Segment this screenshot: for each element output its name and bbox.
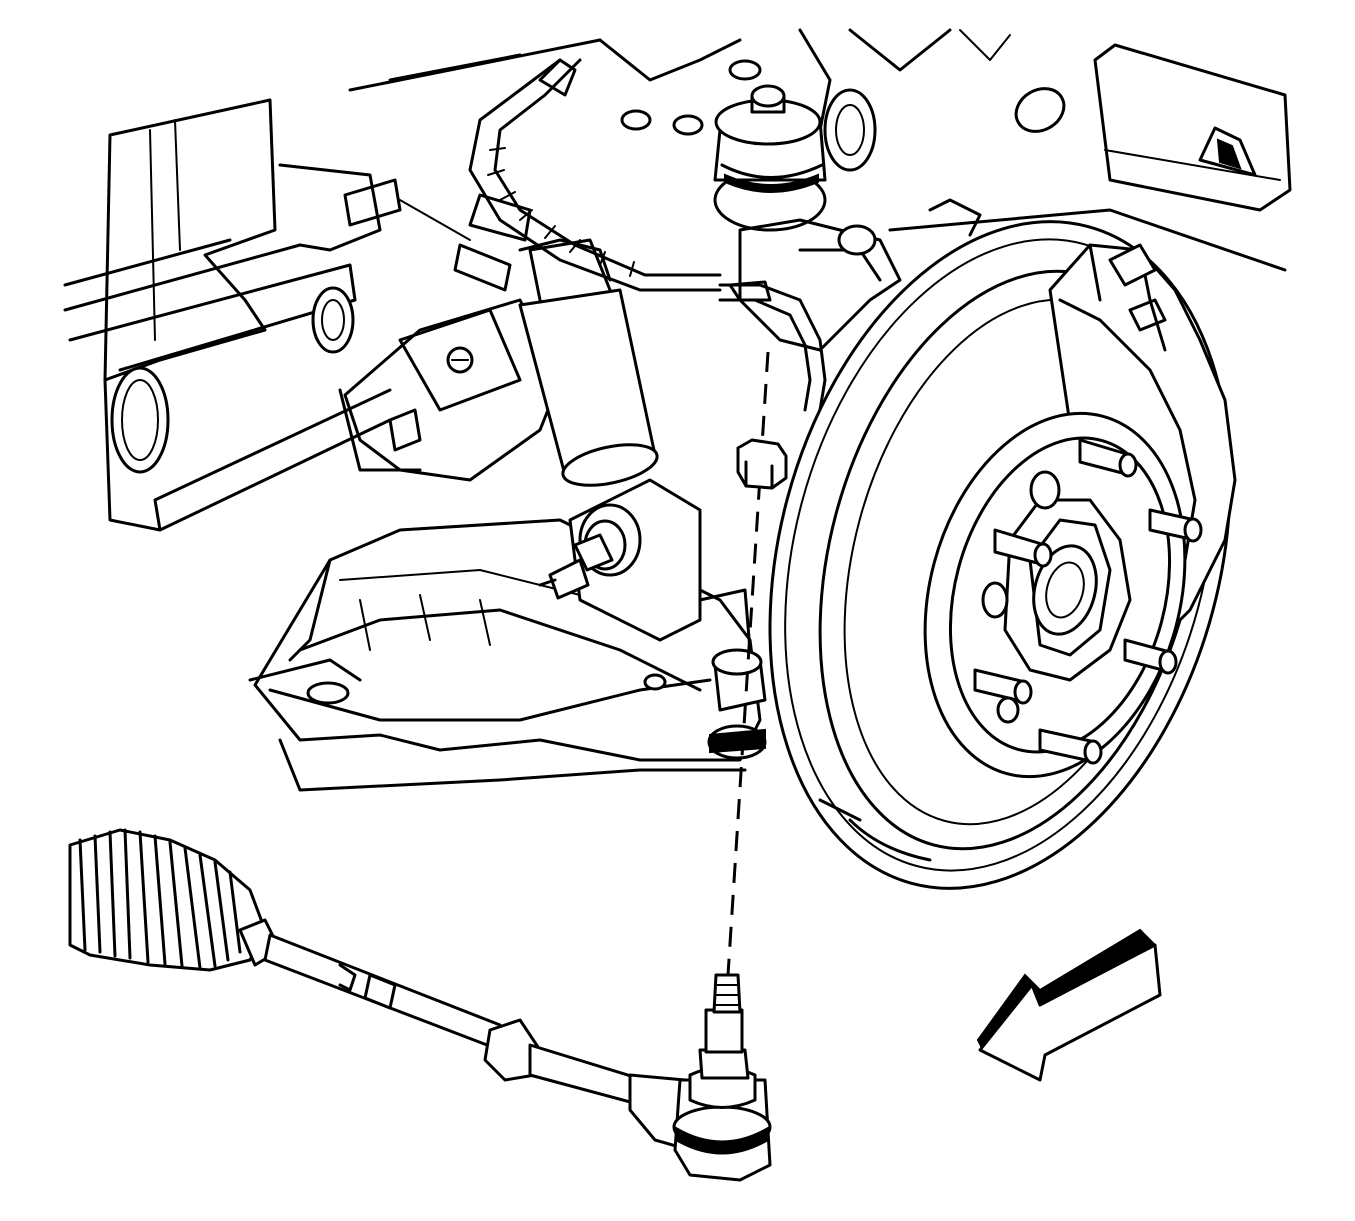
outer-tie-rod-end: [628, 973, 772, 1182]
upper-body-structure: [798, 28, 1292, 272]
wheel-studs: [973, 438, 1203, 765]
upper-ball-joint: [620, 59, 877, 232]
vehicle-front-direction-arrow: [976, 928, 1162, 1082]
wiring-harness: [453, 38, 827, 412]
shock-absorber: [518, 238, 659, 487]
inner-tie-rod: [263, 933, 662, 1112]
frame-rail: [63, 38, 602, 532]
lower-control-arm: [248, 478, 767, 792]
tie-rod-boot: [68, 828, 282, 972]
tie-rod-end-nut: [736, 438, 788, 490]
engine-mount: [338, 298, 562, 482]
steering-knuckle: [738, 218, 902, 352]
